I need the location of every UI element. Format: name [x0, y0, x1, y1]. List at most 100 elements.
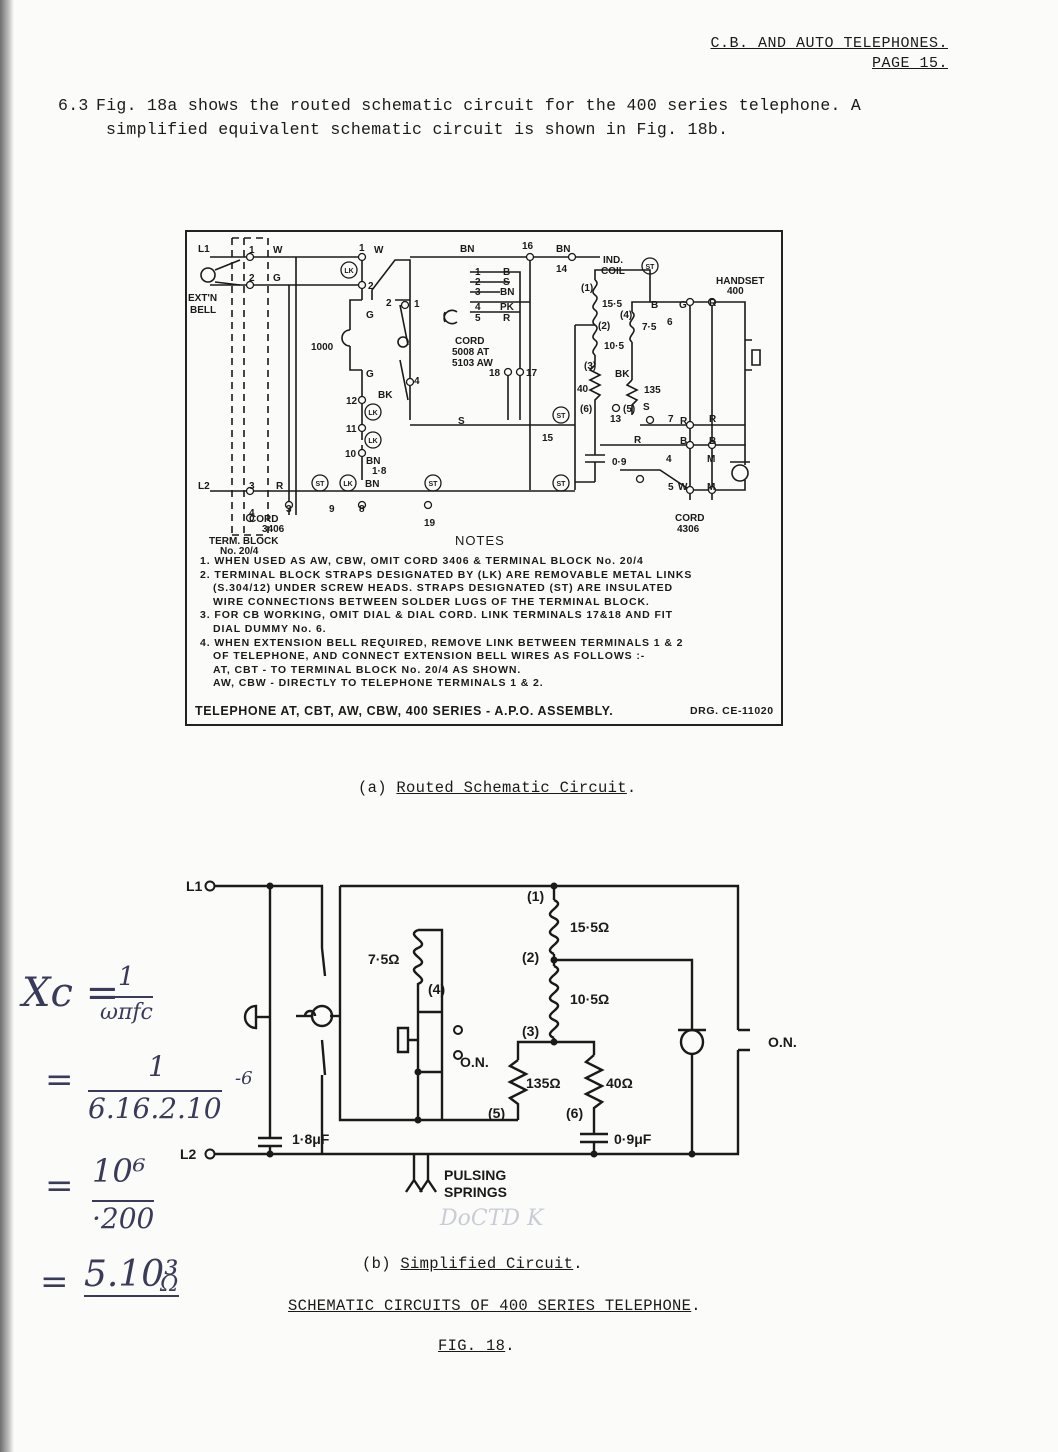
faint-pencil-note: DoCTD K — [440, 1206, 544, 1231]
on-switch-label: O.N. — [460, 1054, 489, 1070]
handwritten-eq: = — [45, 1060, 74, 1100]
header-title: C.B. AND AUTO TELEPHONES. — [710, 35, 948, 52]
caption-b-text: Simplified Circuit — [400, 1255, 574, 1273]
capacitance-label: 0·9μF — [614, 1131, 652, 1147]
terminal-label: 3 — [475, 287, 481, 298]
tag-label: (3) — [522, 1023, 539, 1039]
handwritten-eq: = — [40, 1262, 69, 1302]
caption-a-prefix: (a) — [358, 779, 397, 797]
wire-label: R — [680, 416, 688, 427]
figure-title: SCHEMATIC CIRCUITS OF 400 SERIES TELEPHO… — [288, 1297, 701, 1315]
lk-badge: LK — [368, 438, 377, 445]
terminal-label: 1 — [359, 243, 365, 254]
cord-label: CORD — [249, 514, 278, 525]
label-l2: L2 — [198, 481, 210, 492]
on-switch-label: O.N. — [768, 1034, 797, 1050]
caption-a: (a) Routed Schematic Circuit. — [358, 779, 636, 797]
terminal-label: 1 — [414, 299, 420, 310]
handwritten-fraction: 10⁶ — [92, 1152, 146, 1190]
terminal-label: 14 — [556, 264, 568, 275]
note-line: WIRE CONNECTIONS BETWEEN SOLDER LUGS OF … — [213, 595, 650, 608]
resistance-label: 135 — [644, 385, 661, 396]
capacitance-label: 1·8μF — [292, 1131, 330, 1147]
handwritten-unit: Ω — [160, 1272, 179, 1297]
handwritten-eq: = — [45, 1166, 74, 1206]
wire-label: B — [680, 436, 687, 447]
resistance-label: 1000 — [311, 342, 334, 353]
terminal-label: 1 — [249, 245, 255, 256]
pulsing-springs-label: SPRINGS — [444, 1184, 507, 1200]
pulsing-springs-label: PULSING — [444, 1167, 506, 1183]
wire-label: R — [709, 298, 717, 309]
handset-label: HANDSET — [716, 276, 764, 287]
cord-label: 5008 AT — [452, 347, 489, 358]
wire-label: BN — [365, 479, 379, 490]
wire-label: W — [374, 245, 384, 256]
tag-label: (3) — [584, 361, 596, 372]
terminal-label: 3 — [286, 504, 292, 515]
terminal-label: 4 — [666, 454, 672, 465]
lk-badge: LK — [368, 410, 377, 417]
wire-label: R — [634, 435, 642, 446]
terminal-label: 10 — [345, 449, 357, 460]
wire-label: S — [643, 402, 650, 413]
handset-label: 400 — [727, 286, 744, 297]
drawing-number: DRG. CE-11020 — [690, 705, 774, 717]
note-line: OF TELEPHONE, AND CONNECT EXTENSION BELL… — [213, 650, 646, 663]
lk-badge: LK — [344, 268, 353, 275]
handwritten-exponent: -6 — [235, 1068, 253, 1089]
terminal-label: 5 — [475, 313, 481, 324]
cord-label: 5103 AW — [452, 358, 493, 369]
winding-label: 10·5 — [604, 341, 624, 352]
terminal-label: 17 — [526, 368, 538, 379]
note-line: 2. TERMINAL BLOCK STRAPS DESIGNATED BY (… — [200, 568, 693, 581]
wire-label: G — [679, 300, 687, 311]
wire-label: BN — [366, 456, 380, 467]
st-badge: ST — [316, 481, 326, 488]
wire-label: S — [503, 277, 510, 288]
wire-label: S — [458, 416, 465, 427]
handwritten-result: 5.10³ — [84, 1254, 179, 1297]
resistance-label: 40Ω — [606, 1075, 633, 1091]
resistance-label: 10·5Ω — [570, 991, 609, 1007]
label-l1: L1 — [198, 244, 210, 255]
terminal-label: 1 — [475, 267, 481, 278]
figure-number-suffix: . — [505, 1337, 515, 1355]
caption-a-suffix: . — [626, 779, 637, 797]
capacitance-label: 0·9 — [612, 457, 627, 468]
tag-label: (5) — [488, 1105, 505, 1121]
caption-a-text: Routed Schematic Circuit — [396, 779, 627, 797]
wire-label: G — [273, 273, 281, 284]
resistance-label: 7·5Ω — [368, 951, 399, 967]
wire-label: G — [366, 369, 374, 380]
wire-label: G — [366, 310, 374, 321]
section-number: 6.3 — [58, 96, 89, 115]
terminal-label: 18 — [489, 368, 501, 379]
cord-label: CORD — [455, 336, 484, 347]
st-badge: ST — [646, 264, 656, 271]
wire-label: M — [707, 454, 715, 465]
note-line: AW, CBW - DIRECTLY TO TELEPHONE TERMINAL… — [213, 677, 544, 690]
figure-number-text: FIG. 18 — [438, 1337, 506, 1355]
winding-label: 7·5 — [642, 322, 657, 333]
note-line: AT, CBT - TO TERMINAL BLOCK No. 20/4 AS … — [213, 663, 522, 676]
wire-label: PK — [500, 302, 515, 313]
figure-title-suffix: . — [691, 1297, 701, 1315]
notes-list: 1. WHEN USED AS AW, CBW, OMIT CORD 3406 … — [200, 555, 780, 691]
terminal-label: 6 — [667, 317, 673, 328]
note-line: 3. FOR CB WORKING, OMIT DIAL & DIAL CORD… — [200, 609, 673, 622]
label-bell: BELL — [190, 305, 216, 316]
terminal-label: 2 — [249, 273, 255, 284]
tag-label: (6) — [566, 1105, 583, 1121]
wire-label: R — [276, 481, 284, 492]
note-line: DIAL DUMMY No. 6. — [213, 622, 327, 635]
lk-badge: LK — [343, 481, 352, 488]
wire-label: B — [651, 300, 658, 311]
resistance-label: 135Ω — [526, 1075, 561, 1091]
label-ext-bell: EXT'N — [188, 293, 217, 304]
caption-b-prefix: (b) — [362, 1255, 401, 1273]
handwritten-fraction: 1 — [118, 962, 135, 992]
st-badge: ST — [557, 413, 567, 420]
capacitance-label: 1·8 — [372, 466, 387, 477]
resistance-label: 15·5Ω — [570, 919, 609, 935]
